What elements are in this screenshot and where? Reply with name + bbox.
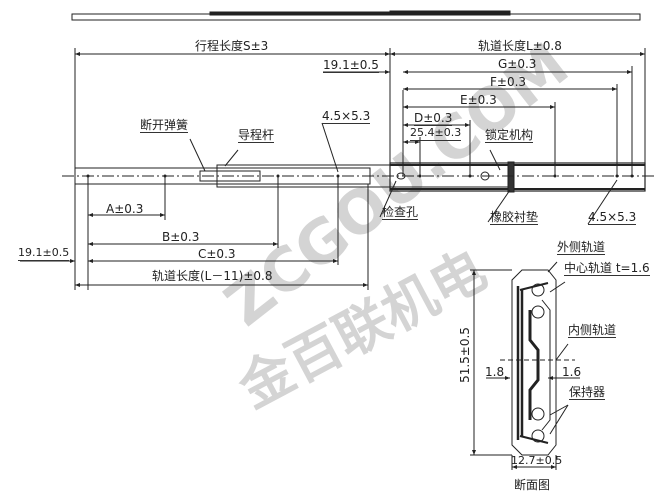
label-lock-mechanism: 锁定机构 [485,128,534,143]
slot-dim-top: 4.5×5.3 [322,109,371,124]
section-height-dim: 51.5±0.5 [457,327,472,383]
g-dim: G±0.3 [498,57,537,71]
label-center-rail: 中心轨道 t=1.6 [564,261,650,276]
rail-length-dim: 轨道长度L±0.8 [478,39,562,53]
a-dim: A±0.3 [106,202,144,216]
label-inspection-hole: 检查孔 [382,205,419,220]
label-outer-rail: 外侧轨道 [557,240,606,255]
first-hole-dim: 25.4±0.3 [410,126,462,141]
f-dim: F±0.3 [490,75,527,89]
offset-dim-bottom: 19.1±0.5 [18,246,70,261]
label-disconnect-spring: 断开弹簧 [140,118,189,133]
d-dim: D±0.3 [414,111,453,126]
label-guide-lever: 导程杆 [238,128,275,143]
section-title: 断面图 [514,478,551,492]
gap-left-dim: 1.8 [485,365,505,379]
c-dim: C±0.3 [198,247,236,261]
label-rubber-pad: 橡胶衬垫 [490,210,539,225]
cross-section [470,261,580,470]
label-retainer: 保持器 [569,385,606,400]
e-dim: E±0.3 [460,93,497,107]
label-inner-rail: 内侧轨道 [568,323,617,338]
slot-dim-bottom: 4.5×5.3 [588,210,637,225]
gap-right-dim: 1.6 [562,365,582,379]
b-dim: B±0.3 [162,230,200,244]
section-width-dim: 12.7±0.5 [511,454,563,467]
offset-dim-top: 19.1±0.5 [323,58,379,73]
inner-length-dim: 轨道长度(L－11)±0.8 [152,269,273,283]
stroke-length-dim: 行程长度S±3 [195,39,269,53]
